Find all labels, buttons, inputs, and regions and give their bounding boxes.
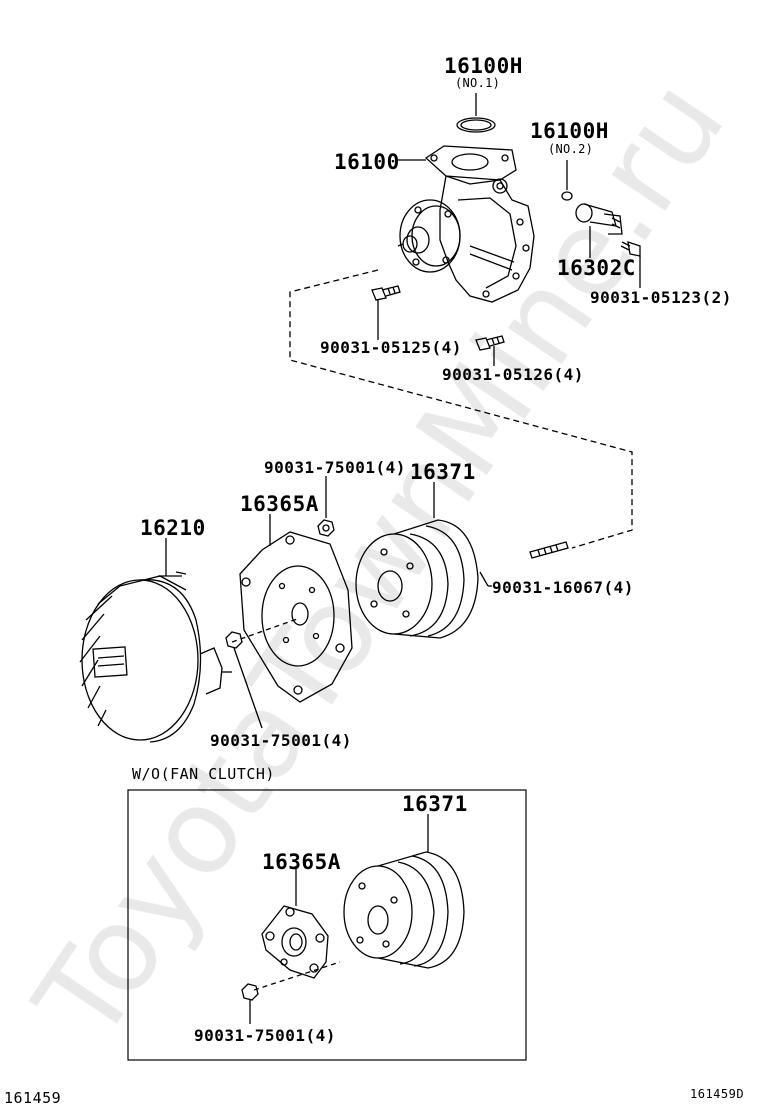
label-16100H-no2-note: (NO.2) <box>548 142 594 156</box>
alignment-dashed-line <box>253 961 341 991</box>
label-16100H-no2: 16100H <box>530 119 609 143</box>
o-ring-no2-part[interactable] <box>561 191 573 201</box>
water-pump-part[interactable] <box>397 145 535 303</box>
label-90031-75001-mid: 90031-75001(4) <box>210 731 352 750</box>
label-16365A-top: 16365A <box>240 492 319 516</box>
label-16100: 16100 <box>334 150 400 174</box>
label-90031-05125: 90031-05125(4) <box>320 338 462 357</box>
plate-16365A-top-part[interactable] <box>239 531 353 703</box>
plate-16365A-box-part[interactable] <box>261 905 329 979</box>
gasket-no1-part[interactable] <box>456 117 496 133</box>
bolt-05126-part[interactable] <box>475 335 505 351</box>
label-90031-75001-box: 90031-75001(4) <box>194 1026 336 1045</box>
leader-line <box>479 571 489 587</box>
stud-16067-part[interactable] <box>529 541 569 559</box>
pulley-16371-box-part[interactable] <box>343 851 465 969</box>
alignment-dashed-line <box>289 269 633 549</box>
label-90031-05126: 90031-05126(4) <box>442 365 584 384</box>
label-16100H-no1-note: (NO.1) <box>455 76 501 90</box>
fan-clutch-variant-box <box>127 789 527 1061</box>
fan-clutch-16210-part[interactable] <box>79 571 232 743</box>
label-16100H-no1: 16100H <box>444 54 523 78</box>
nut-75001-box-part[interactable] <box>241 983 259 1001</box>
label-16302C: 16302C <box>557 256 636 280</box>
label-90031-16067: 90031-16067(4) <box>492 578 634 597</box>
label-16371-top: 16371 <box>410 460 476 484</box>
label-16210: 16210 <box>140 516 206 540</box>
label-90031-05123: 90031-05123(2) <box>590 288 732 307</box>
inlet-fitting-part[interactable] <box>575 203 623 235</box>
diagram-code-left: 161459 <box>4 1089 62 1107</box>
nut-75001-mid-part[interactable] <box>225 631 243 649</box>
bolt-05123-part[interactable] <box>620 241 641 257</box>
nut-75001-top-part[interactable] <box>317 519 335 537</box>
pulley-16371-top-part[interactable] <box>355 519 479 639</box>
label-16365A-box: 16365A <box>262 850 341 874</box>
variant-condition-label: W/O(FAN CLUTCH) <box>132 765 275 783</box>
bolt-05125-part[interactable] <box>371 285 401 301</box>
diagram-code-right: 161459D <box>690 1087 745 1101</box>
alignment-dashed-line <box>231 617 301 643</box>
label-90031-75001-top: 90031-75001(4) <box>264 458 406 477</box>
label-16371-box: 16371 <box>402 792 468 816</box>
leader-line <box>233 647 263 729</box>
